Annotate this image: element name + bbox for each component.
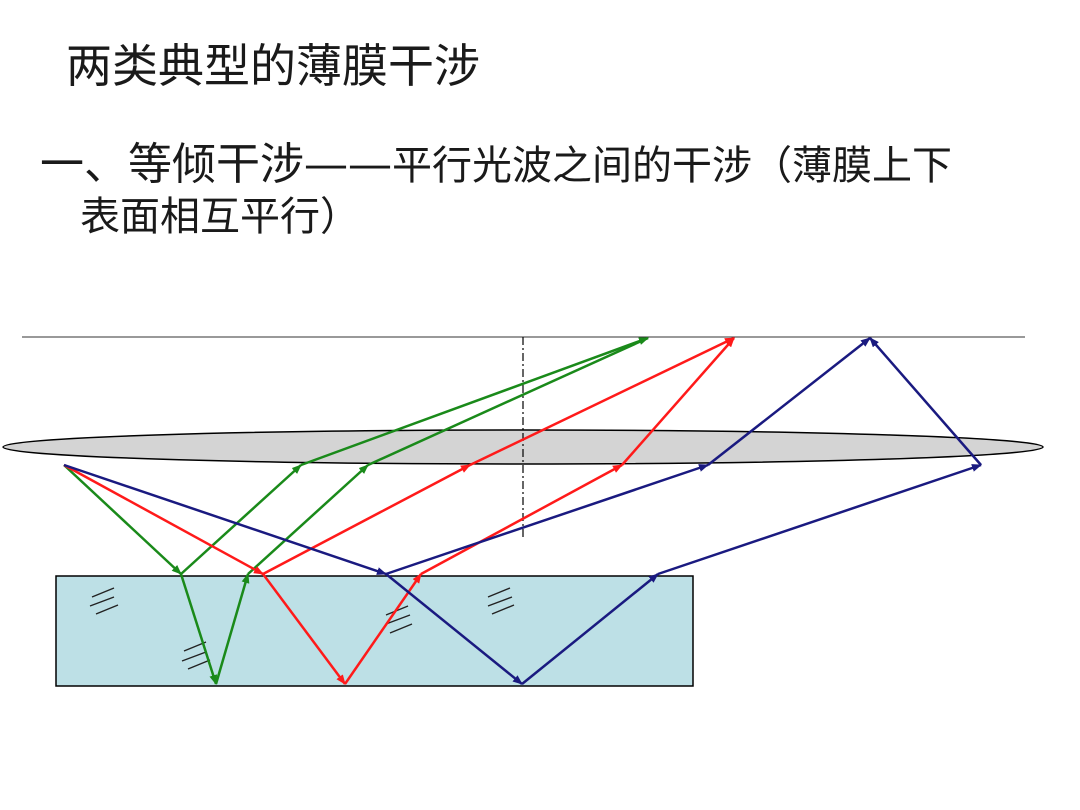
section-heading-line2: 表面相互平行）: [80, 194, 360, 240]
page-title: 两类典型的薄膜干涉: [66, 39, 480, 93]
thin-film-slab: [55, 575, 694, 687]
navy-ray-path: [63, 337, 982, 685]
section-heading-main: 一、等倾干涉——: [40, 139, 392, 190]
red-ray-path: [63, 336, 735, 685]
section-heading-sub: 平行光波之间的干涉（薄膜上下: [392, 143, 952, 189]
green-ray-path: [63, 336, 649, 685]
section-heading: 一、等倾干涉——平行光波之间的干涉（薄膜上下: [40, 128, 952, 192]
film-hatch-marks: [89, 587, 515, 670]
